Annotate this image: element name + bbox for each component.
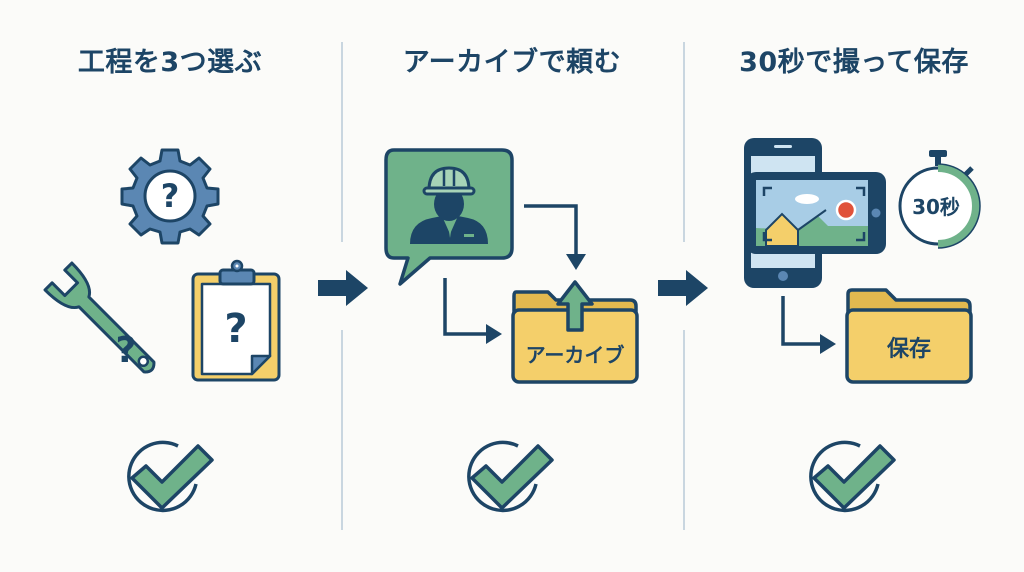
save-folder-icon: 保存 <box>845 288 973 384</box>
step-3-title: 30秒で撮って保存 <box>739 47 969 78</box>
divider-1-top <box>341 42 343 242</box>
stopwatch-icon: 30秒 <box>898 150 981 249</box>
upload-arrow-icon <box>556 280 594 332</box>
step-2-title: アーカイブで頼む <box>402 47 622 78</box>
archive-folder-icon: アーカイブ <box>511 280 639 384</box>
save-folder-label: 保存 <box>886 336 931 362</box>
divider-2-bottom <box>683 330 685 530</box>
check-icon-step-1 <box>127 440 214 513</box>
divider-2-top <box>683 42 685 242</box>
gear-question-icon: ? <box>120 148 220 245</box>
timer-label: 30秒 <box>912 195 960 219</box>
save-arrow-icon <box>781 296 836 354</box>
flow-arrow-2-icon <box>658 270 708 306</box>
flow-arrow-1-icon <box>318 270 368 306</box>
worker-speech-bubble-icon <box>384 148 514 286</box>
gear-question-mark: ? <box>161 177 180 215</box>
smartphone-camera-icon <box>744 138 886 288</box>
step-1-title: 工程を3つ選ぶ <box>77 47 263 78</box>
archive-folder-label: アーカイブ <box>526 343 625 367</box>
connector-arrows <box>443 204 586 344</box>
check-icon-step-3 <box>809 440 896 513</box>
clipboard-question-mark: ? <box>224 306 247 352</box>
clipboard-question-icon: ? <box>191 259 281 382</box>
check-icon-step-2 <box>467 440 554 513</box>
wrench-question-icon: ? <box>43 261 156 374</box>
divider-1-bottom <box>341 330 343 530</box>
wrench-question-mark: ? <box>116 330 137 371</box>
